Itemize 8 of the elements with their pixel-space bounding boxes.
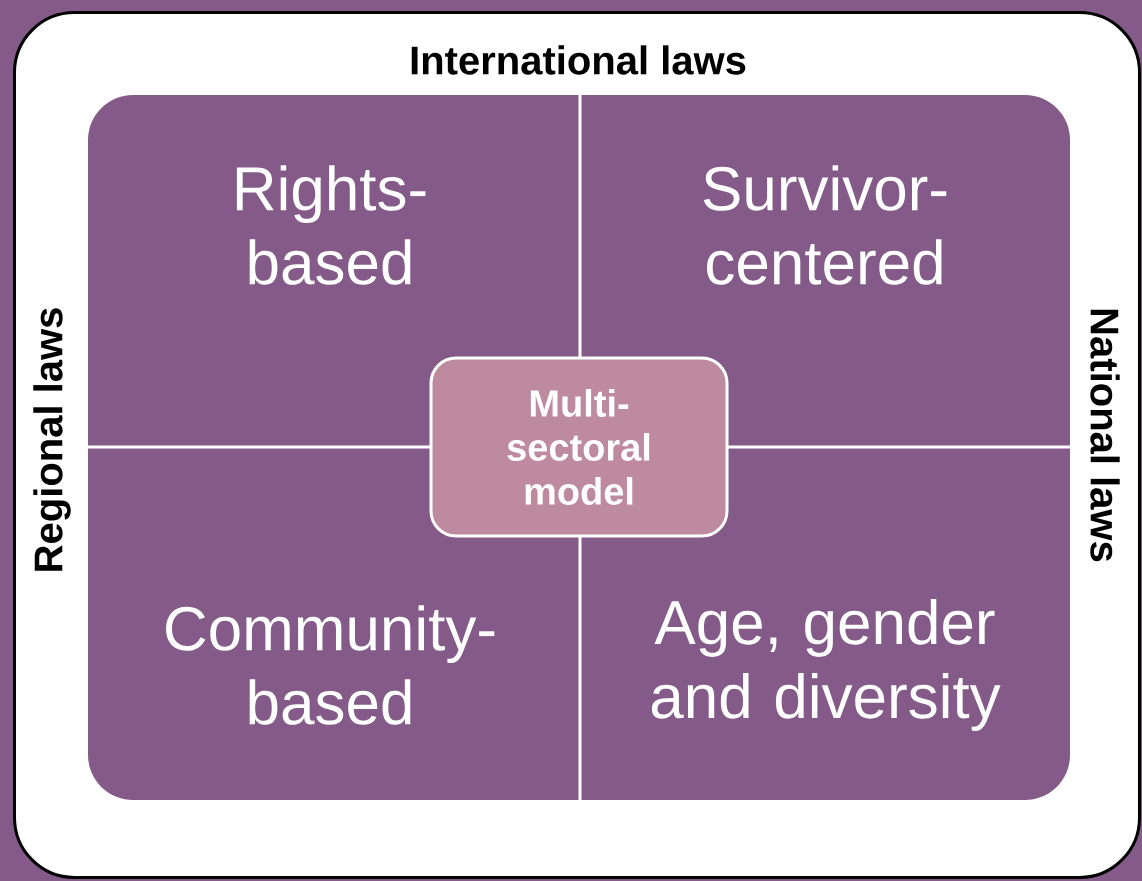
center-box: Multi-sectoral model <box>429 356 729 538</box>
heading: International laws <box>411 45 746 75</box>
quadrant-label: Rights-based <box>236 165 426 285</box>
side-label: National laws <box>1090 309 1120 562</box>
quadrant-label: Survivor-centered <box>703 165 947 285</box>
side-label: Regional laws <box>33 308 71 571</box>
quadrant-label: Age, gender and diversity <box>651 599 1001 731</box>
quadrant-label: Community-based <box>166 605 495 725</box>
